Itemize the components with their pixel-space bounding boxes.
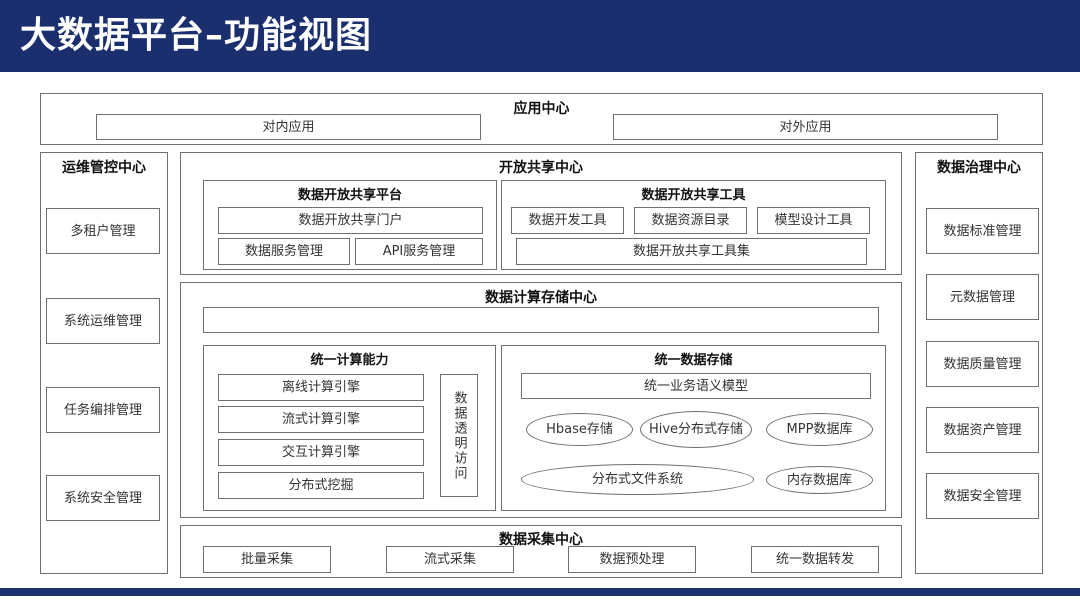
collection-center-title: 数据采集中心: [499, 532, 583, 548]
collection-center: 数据采集中心 批量采集 流式采集 数据预处理 统一数据转发: [180, 525, 902, 578]
open-share-portal: 数据开放共享门户: [218, 207, 483, 234]
internal-app: 对内应用: [96, 114, 481, 140]
ops-item-system-ops: 系统运维管理: [46, 298, 160, 344]
open-share-tools: 数据开放共享工具 数据开发工具 数据资源目录 模型设计工具 数据开放共享工具集: [501, 180, 886, 270]
hive-storage: Hive分布式存储: [640, 411, 752, 448]
open-share-platform: 数据开放共享平台 数据开放共享门户 数据服务管理 API服务管理: [203, 180, 497, 270]
page-title: 大数据平台–功能视图: [20, 15, 373, 56]
open-share-platform-title: 数据开放共享平台: [297, 188, 402, 203]
in-memory-database: 内存数据库: [766, 466, 873, 494]
stream-compute-engine: 流式计算引擎: [218, 406, 424, 433]
governance-center-title: 数据治理中心: [937, 160, 1021, 176]
compute-storage-blank-bar: [203, 307, 879, 333]
unified-compute-title: 统一计算能力: [310, 353, 389, 368]
app-center-title: 应用中心: [513, 101, 570, 117]
open-share-toolset: 数据开放共享工具集: [516, 238, 867, 265]
compute-storage-center-title: 数据计算存储中心: [485, 290, 597, 306]
model-design-tool: 模型设计工具: [757, 207, 870, 234]
data-transparent-access: 数据透明访问: [440, 374, 478, 497]
gov-item-assets: 数据资产管理: [926, 407, 1039, 453]
open-share-center: 开放共享中心 数据开放共享平台 数据开放共享门户 数据服务管理 API服务管理 …: [180, 152, 902, 275]
data-preprocessing: 数据预处理: [568, 546, 696, 573]
unified-semantic-model: 统一业务语义模型: [521, 373, 871, 399]
gov-item-metadata: 元数据管理: [926, 274, 1039, 320]
external-app: 对外应用: [613, 114, 998, 140]
data-dev-tool: 数据开发工具: [511, 207, 624, 234]
app-center: 应用中心 对内应用 对外应用: [40, 93, 1043, 145]
unified-data-forwarding: 统一数据转发: [751, 546, 879, 573]
data-resource-catalog: 数据资源目录: [634, 207, 747, 234]
unified-storage-title: 统一数据存储: [654, 353, 733, 368]
ops-center-title: 运维管控中心: [62, 160, 146, 176]
distributed-file-system: 分布式文件系统: [521, 464, 754, 495]
footer-bar: [0, 588, 1080, 596]
hbase-storage: Hbase存储: [526, 413, 633, 446]
open-share-center-title: 开放共享中心: [499, 160, 583, 176]
offline-compute-engine: 离线计算引擎: [218, 374, 424, 401]
unified-storage: 统一数据存储 统一业务语义模型 Hbase存储 Hive分布式存储 MPP数据库…: [501, 345, 886, 511]
unified-compute: 统一计算能力 离线计算引擎 流式计算引擎 交互计算引擎 分布式挖掘 数据透明访问: [203, 345, 496, 511]
ops-item-task-orchestration: 任务编排管理: [46, 387, 160, 433]
gov-item-security: 数据安全管理: [926, 473, 1039, 519]
ops-item-tenant: 多租户管理: [46, 208, 160, 254]
stream-collection: 流式采集: [386, 546, 514, 573]
distributed-mining: 分布式挖掘: [218, 472, 424, 499]
header-bar: 大数据平台–功能视图: [0, 0, 1080, 72]
gov-item-quality: 数据质量管理: [926, 341, 1039, 387]
ops-item-system-security: 系统安全管理: [46, 475, 160, 521]
data-service-mgmt: 数据服务管理: [218, 238, 350, 265]
api-service-mgmt: API服务管理: [355, 238, 483, 265]
open-share-tools-title: 数据开放共享工具: [641, 188, 746, 203]
compute-storage-center: 数据计算存储中心 统一计算能力 离线计算引擎 流式计算引擎 交互计算引擎 分布式…: [180, 282, 902, 518]
batch-collection: 批量采集: [203, 546, 331, 573]
mpp-database: MPP数据库: [766, 413, 873, 446]
ops-center: 运维管控中心 多租户管理 系统运维管理 任务编排管理 系统安全管理: [40, 152, 168, 574]
gov-item-standards: 数据标准管理: [926, 208, 1039, 254]
interactive-compute-engine: 交互计算引擎: [218, 439, 424, 466]
governance-center: 数据治理中心 数据标准管理 元数据管理 数据质量管理 数据资产管理 数据安全管理: [915, 152, 1043, 574]
